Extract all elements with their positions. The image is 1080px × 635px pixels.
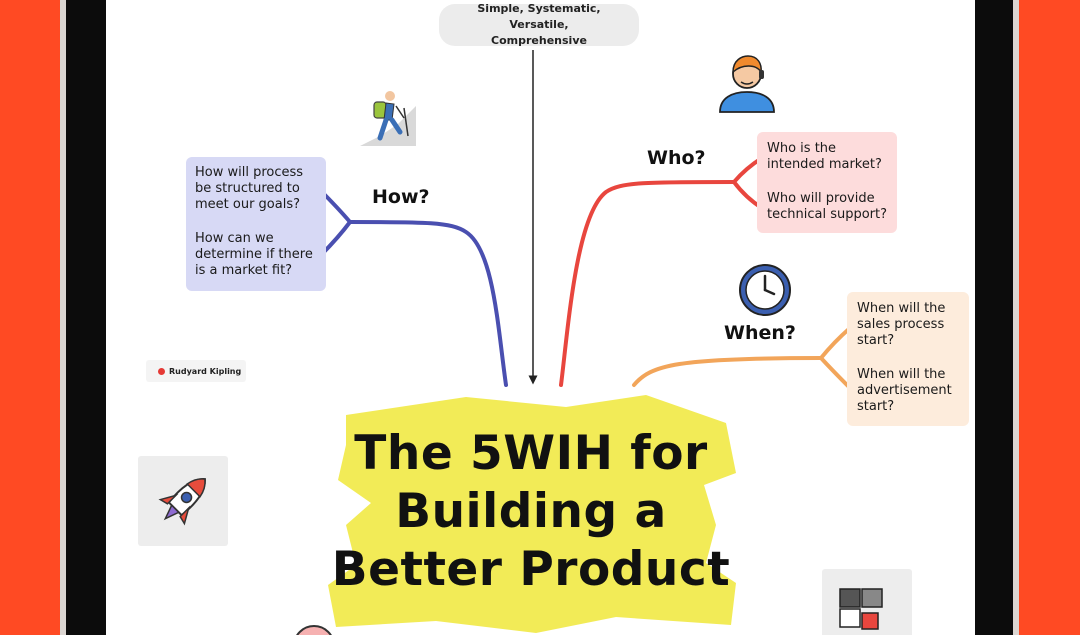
who-question-2: Who will provide technical support? (767, 191, 888, 222)
author-tag: Rudyard Kipling (146, 360, 246, 382)
when-questions-note: When will the sales process start? When … (847, 292, 969, 426)
puzzle-tile (822, 569, 912, 635)
support-person-icon (719, 55, 775, 113)
tag-dot (158, 367, 165, 375)
clock-icon (739, 264, 791, 316)
device-bezel-right (975, 0, 1019, 635)
when-question-1: When will the sales process start? (857, 301, 946, 348)
puzzle-icon (839, 588, 883, 630)
title-line-1: The 5WIH for (354, 426, 708, 481)
when-branch-label: When? (724, 322, 796, 344)
when-branch-fork (819, 326, 852, 390)
how-questions-note: How will process be structured to meet o… (186, 157, 326, 291)
tag-label: Rudyard Kipling (169, 366, 242, 376)
connector-lines (318, 50, 852, 390)
who-question-1: Who is the intended market? (767, 141, 882, 172)
who-branch-line (559, 180, 736, 387)
title-line-2: Building a (395, 484, 667, 539)
how-branch-line (348, 220, 508, 387)
how-question-1: How will process be structured to meet o… (195, 165, 304, 212)
mind-map-canvas: Simple, Systematic, Versatile, Comprehen… (106, 0, 975, 635)
who-questions-note: Who is the intended market? Who will pro… (757, 132, 897, 233)
hiker-icon (360, 91, 416, 146)
topic-line-2: Comprehensive (491, 34, 587, 47)
when-question-2: When will the advertisement start? (857, 367, 952, 414)
how-question-2: How can we determine if there is a marke… (195, 231, 313, 278)
topic-line-1: Simple, Systematic, Versatile, (477, 2, 601, 31)
who-branch-label: Who? (647, 147, 706, 169)
rocket-icon (158, 478, 206, 526)
how-branch-label: How? (372, 186, 430, 208)
title-area: The 5WIH for Building a Better Product (316, 385, 746, 635)
partial-circle-icon (296, 625, 332, 635)
rocket-tile (138, 456, 228, 546)
when-branch-line (632, 356, 823, 387)
device-bezel-left (60, 0, 106, 635)
central-topic-box: Simple, Systematic, Versatile, Comprehen… (439, 2, 639, 47)
title-line-3: Better Product (331, 542, 731, 597)
product-title: The 5WIH for Building a Better Product (316, 425, 746, 599)
title-highlight (328, 395, 736, 633)
